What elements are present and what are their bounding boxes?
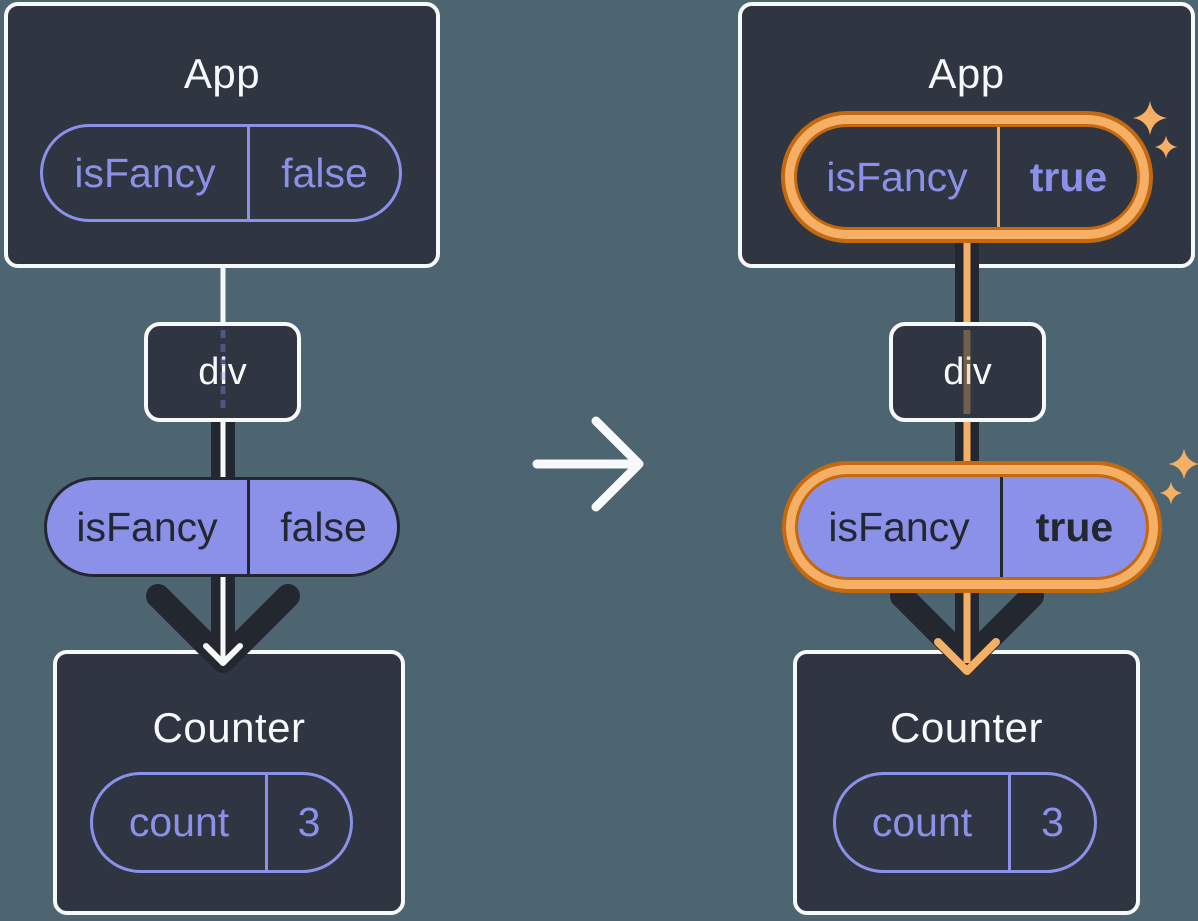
after-passed-prop-value: true [1000,477,1146,577]
sparkle-icon [1154,135,1178,159]
arrow-right-icon-head [591,416,644,512]
before-passed-prop-pill: isFancy false [44,477,400,577]
after-counter-state-name: count [871,799,973,845]
sparkle-icon [1133,101,1167,135]
before-passed-prop-value: false [247,480,397,574]
after-prop-core-arrowhead [934,638,1000,675]
before-counter-state-value: 3 [265,775,350,870]
before-app-prop-name: isFancy [74,149,216,196]
before-div-box: div [144,322,301,422]
sparkle-icon [1168,448,1198,480]
after-counter-state-value: 3 [1008,775,1094,870]
before-app-prop-pill: isFancy false [40,124,402,222]
after-passed-prop-pill: isFancy true [798,477,1146,577]
after-div-label: div [943,351,992,394]
after-passed-prop-name: isFancy [828,503,970,550]
after-app-prop-name: isFancy [826,153,968,200]
after-app-title: App [928,50,1005,97]
after-counter-state-pill: count 3 [833,772,1097,873]
before-counter-title: Counter [152,704,306,751]
before-counter-state-pill: count 3 [90,772,353,873]
before-prop-core-arrowhead [203,643,243,666]
after-app-prop-value: true [997,127,1137,227]
before-passed-prop-name: isFancy [76,503,218,550]
before-app-prop-value: false [247,127,399,219]
after-counter-title: Counter [890,704,1043,751]
after-app-prop-pill: isFancy true [797,127,1137,227]
before-app-title: App [183,50,261,97]
before-counter-state-name: count [128,799,230,845]
after-div-box: div [889,322,1046,422]
before-div-label: div [198,350,247,393]
sparkle-icon [1159,481,1183,505]
